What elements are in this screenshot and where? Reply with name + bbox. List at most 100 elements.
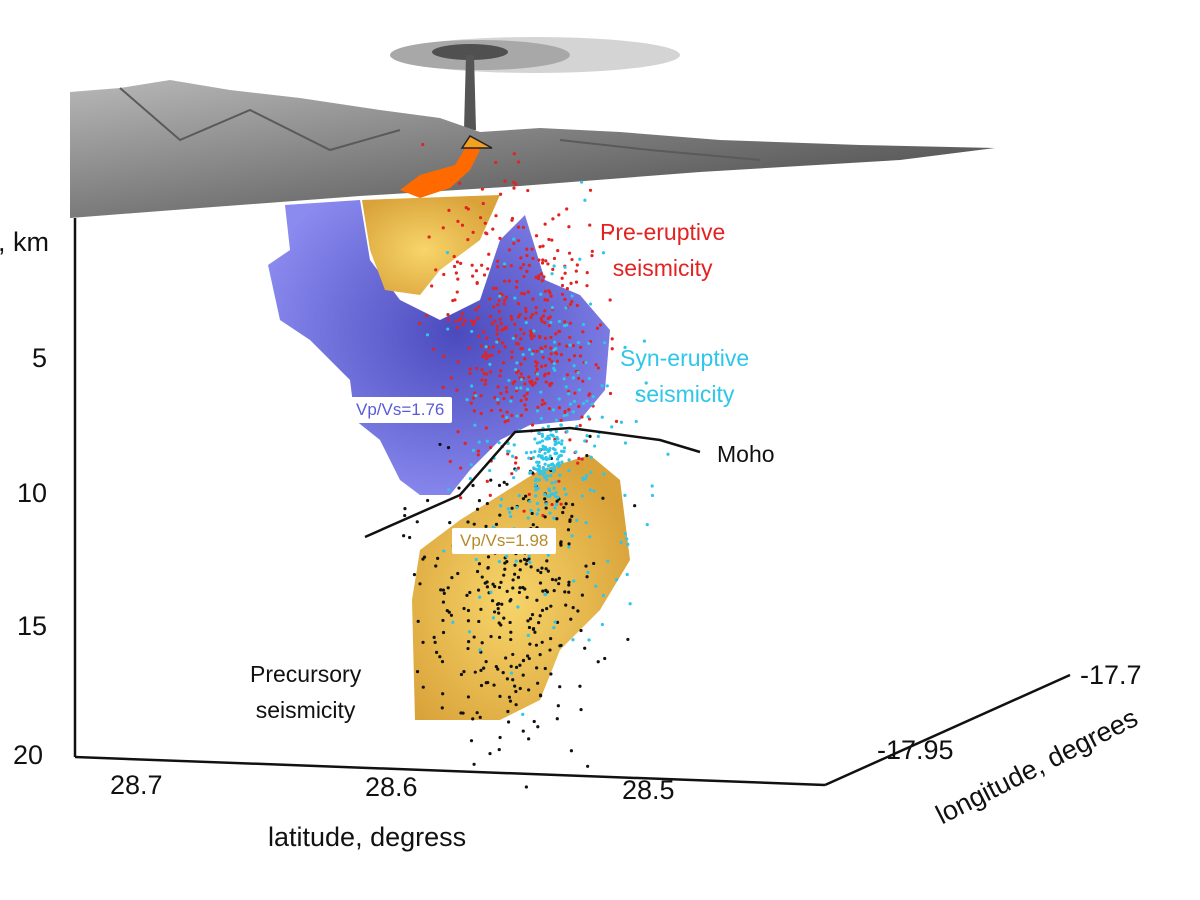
- seismic-event-point: [526, 387, 530, 391]
- seismic-event-point: [552, 469, 556, 474]
- seismic-event-point: [557, 397, 561, 401]
- seismic-event-point: [467, 639, 471, 644]
- seismic-event-point: [514, 665, 519, 669]
- seismic-event-point: [535, 361, 539, 365]
- seismic-event-point: [598, 323, 603, 327]
- seismic-event-point: [452, 254, 456, 259]
- seismic-event-point: [562, 446, 567, 450]
- seismic-event-point: [545, 478, 549, 482]
- seismic-event-point: [529, 331, 534, 335]
- seismic-event-point: [623, 493, 627, 498]
- label-line: seismicity: [612, 255, 713, 281]
- seismic-event-point: [530, 423, 535, 427]
- seismic-event-point: [485, 439, 489, 443]
- seismic-event-point: [442, 591, 446, 595]
- seismic-event-point: [522, 509, 526, 513]
- seismic-event-point: [477, 305, 481, 309]
- seismic-event-point: [519, 559, 523, 563]
- seismic-event-point: [465, 398, 469, 402]
- seismic-event-point: [475, 569, 480, 574]
- seismic-event-point: [524, 397, 529, 401]
- seismic-event-point: [500, 293, 504, 297]
- seismic-event-point: [421, 557, 425, 561]
- seismic-event-point: [470, 384, 474, 388]
- seismic-event-point: [463, 318, 467, 323]
- seismic-event-point: [540, 349, 544, 354]
- seismic-event-point: [521, 658, 526, 663]
- seismic-event-point: [550, 481, 554, 485]
- seismic-event-point: [565, 413, 569, 417]
- seismic-event-point: [535, 460, 539, 464]
- seismic-event-point: [497, 309, 501, 313]
- seismic-event-point: [495, 332, 499, 336]
- seismic-event-point: [461, 322, 465, 326]
- seismic-event-point: [534, 275, 538, 279]
- seismic-event-point: [605, 384, 609, 388]
- seismic-event-point: [471, 483, 475, 488]
- seismic-event-point: [499, 497, 504, 501]
- seismic-event-point: [581, 330, 585, 334]
- seismic-event-point: [555, 435, 559, 439]
- seismic-event-point: [554, 418, 558, 422]
- seismic-event-point: [505, 589, 509, 593]
- seismic-event-point: [547, 237, 551, 242]
- seismic-event-point: [515, 386, 519, 390]
- seismic-event-point: [619, 420, 624, 424]
- seismic-event-point: [576, 609, 580, 613]
- seismic-event-point: [439, 588, 443, 592]
- seismic-event-point: [524, 494, 528, 498]
- seismic-event-point: [543, 475, 547, 479]
- seismic-event-point: [490, 599, 495, 603]
- seismic-event-point: [506, 419, 510, 423]
- seismic-event-point: [484, 426, 488, 430]
- seismic-event-point: [619, 540, 623, 545]
- seismic-event-point: [489, 478, 493, 482]
- seismic-event-point: [588, 535, 592, 539]
- seismic-event-point: [442, 272, 446, 277]
- seismic-event-point: [588, 188, 593, 192]
- depth-tick: 15: [17, 611, 48, 641]
- seismic-event-point: [567, 408, 571, 412]
- seismic-event-point: [543, 451, 547, 455]
- seismic-event-point: [546, 449, 550, 454]
- seismic-event-point: [549, 346, 553, 350]
- seismic-event-point: [514, 367, 518, 372]
- seismic-event-point: [510, 350, 514, 354]
- seismic-event-point: [557, 441, 561, 445]
- seismic-event-point: [543, 401, 547, 405]
- seismic-event-point: [510, 355, 514, 360]
- seismic-event-point: [482, 329, 486, 334]
- seismic-event-point: [441, 385, 445, 389]
- seismic-event-point: [650, 493, 655, 498]
- seismic-event-point: [569, 617, 573, 621]
- seismic-event-point: [540, 434, 545, 438]
- seismic-event-point: [548, 494, 552, 498]
- seismic-event-point: [580, 180, 584, 184]
- seismic-event-point: [572, 364, 576, 368]
- seismic-event-point: [510, 472, 514, 476]
- seismic-event-point: [476, 453, 480, 457]
- seismic-event-point: [554, 578, 558, 582]
- seismic-event-point: [456, 360, 460, 364]
- seismic-event-point: [459, 672, 464, 677]
- seismic-event-point: [446, 586, 450, 590]
- seismic-event-point: [575, 518, 579, 522]
- seismic-event-point: [521, 729, 525, 733]
- seismic-event-point: [586, 570, 590, 574]
- seismic-event-point: [480, 368, 484, 372]
- seismic-event-point: [545, 457, 549, 461]
- seismic-event-point: [466, 608, 471, 613]
- seismic-event-point: [473, 423, 477, 427]
- seismic-event-point: [510, 395, 514, 399]
- terrain-surface: [70, 80, 995, 218]
- seismic-event-point: [567, 358, 571, 362]
- label-line: Pre-eruptive: [600, 219, 726, 245]
- seismic-event-point: [511, 381, 515, 386]
- seismic-event-point: [577, 456, 581, 460]
- seismic-event-point: [512, 237, 516, 241]
- seismic-event-point: [498, 408, 503, 412]
- seismic-event-point: [571, 606, 575, 610]
- seismic-event-point: [588, 434, 592, 438]
- seismic-event-point: [535, 409, 540, 413]
- seismic-event-point: [520, 291, 524, 296]
